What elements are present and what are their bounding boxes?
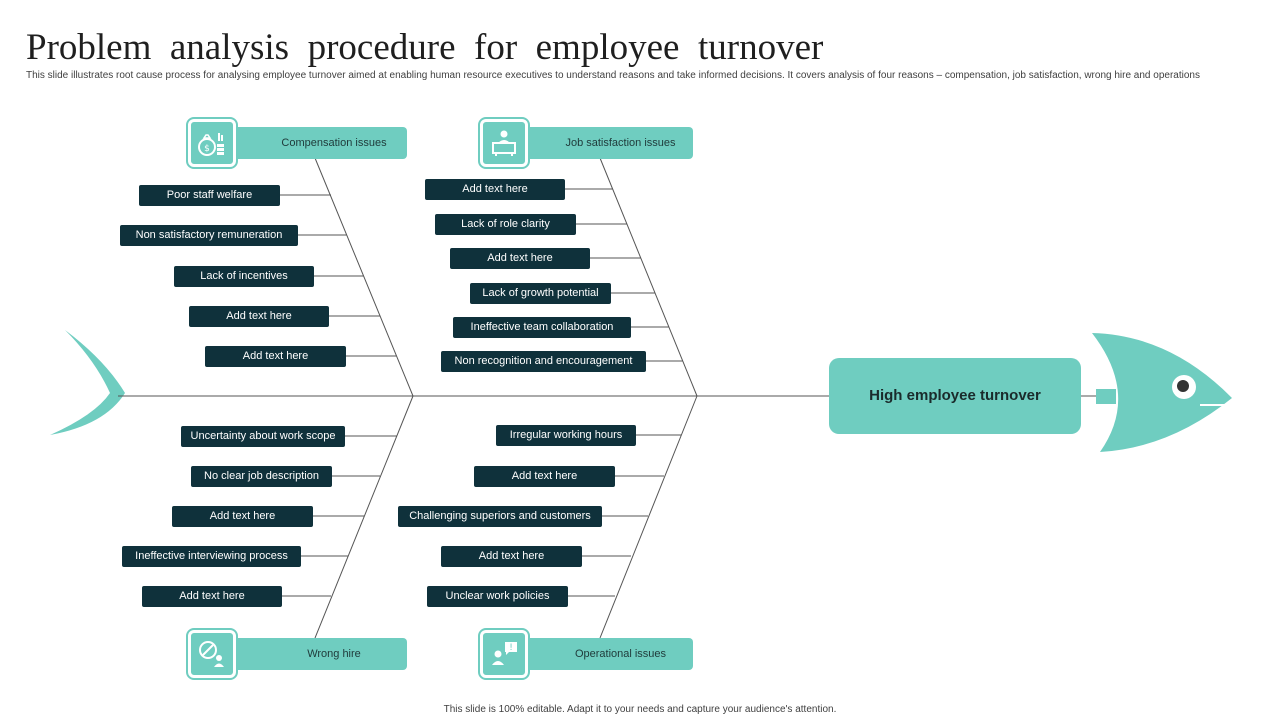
money-bag-icon: $ — [186, 117, 238, 169]
cause-job-satisfaction-6: Non recognition and encouragement — [441, 351, 646, 372]
bone-operational — [599, 395, 698, 639]
cause-job-satisfaction-4: Lack of growth potential — [470, 283, 611, 304]
cause-operational-1: Irregular working hours — [496, 425, 636, 446]
fish-pupil — [1177, 380, 1189, 392]
effect-high-employee-turnover: High employee turnover — [829, 358, 1081, 434]
svg-text:!: ! — [509, 643, 513, 653]
category-compensation: Compensation issues — [231, 127, 407, 159]
cause-compensation-1: Poor staff welfare — [139, 185, 280, 206]
category-operational: Operational issues — [518, 638, 693, 670]
hiring-person-icon — [186, 628, 238, 680]
cause-compensation-3: Lack of incentives — [174, 266, 314, 287]
slide-title: Problem analysis procedure for employee … — [26, 27, 824, 68]
cause-job-satisfaction-1: Add text here — [425, 179, 565, 200]
cause-compensation-5: Add text here — [205, 346, 346, 367]
cause-wrong-hire-2: No clear job description — [191, 466, 332, 487]
fish-neck — [1096, 389, 1116, 404]
category-job-satisfaction: Job satisfaction issues — [518, 127, 693, 159]
cause-operational-5: Unclear work policies — [427, 586, 568, 607]
cause-job-satisfaction-2: Lack of role clarity — [435, 214, 576, 235]
slide-footer: This slide is 100% editable. Adapt it to… — [443, 704, 837, 715]
cause-operational-4: Add text here — [441, 546, 582, 567]
slide-subtitle: This slide illustrates root cause proces… — [26, 70, 1200, 81]
cause-operational-3: Challenging superiors and customers — [398, 506, 602, 527]
category-wrong-hire: Wrong hire — [231, 638, 407, 670]
cause-wrong-hire-1: Uncertainty about work scope — [181, 426, 345, 447]
cause-job-satisfaction-5: Ineffective team collaboration — [453, 317, 631, 338]
cause-wrong-hire-3: Add text here — [172, 506, 313, 527]
cause-wrong-hire-5: Add text here — [142, 586, 282, 607]
cause-wrong-hire-4: Ineffective interviewing process — [122, 546, 301, 567]
fish-head — [1092, 333, 1232, 452]
fish-tail — [50, 330, 125, 435]
cause-compensation-2: Non satisfactory remuneration — [120, 225, 298, 246]
desk-worker-icon — [478, 117, 530, 169]
bone-job-satisfaction — [599, 157, 698, 397]
presenter-alert-icon: ! — [478, 628, 530, 680]
svg-text:$: $ — [204, 144, 210, 154]
cause-compensation-4: Add text here — [189, 306, 329, 327]
cause-operational-2: Add text here — [474, 466, 615, 487]
cause-job-satisfaction-3: Add text here — [450, 248, 590, 269]
